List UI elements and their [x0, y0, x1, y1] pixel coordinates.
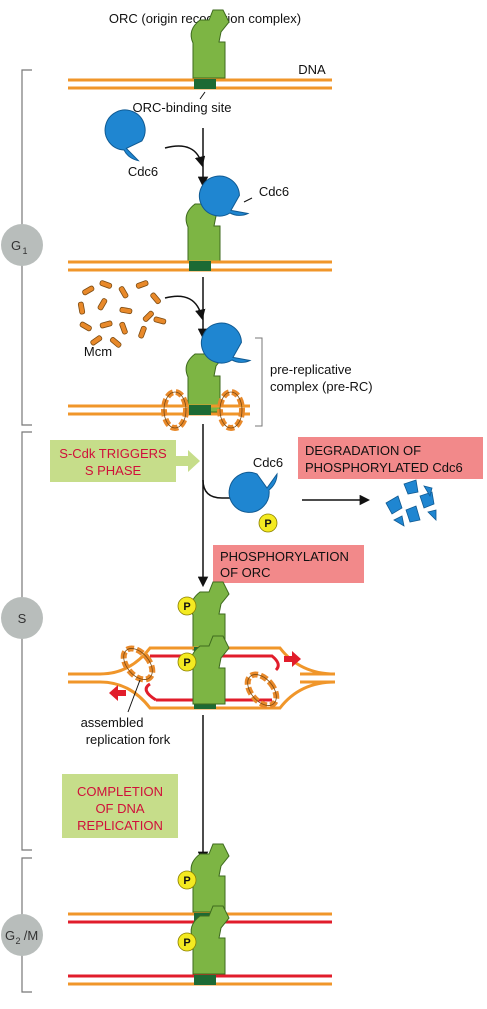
phase-bracket-s: [21, 431, 32, 851]
cdc6-release-arrow: [202, 479, 245, 504]
phase-label-g2m: G 2 /M: [1, 914, 43, 956]
s-cdk-line1: S-Cdk TRIGGERS: [59, 446, 167, 461]
cdc6-label-2: Cdc6: [259, 184, 289, 199]
phosphate-on-orc-1: P: [177, 596, 197, 616]
fork-label-line2: replication fork: [86, 732, 171, 747]
orc-binding-site-marker: [194, 79, 216, 89]
cdc6-phosphorylated: [228, 471, 278, 513]
mcm-loading-arrow: [164, 295, 206, 321]
phosphate-label-1: P: [264, 518, 271, 530]
mcm-ring-right: [220, 392, 242, 428]
phosphate-on-cdc6: P: [258, 513, 278, 533]
g1-subscript: 1: [22, 246, 27, 256]
orc-label: ORC (origin recognition complex): [109, 11, 301, 26]
g2m-subscript: 2: [15, 936, 20, 946]
fork-label-line1: assembled: [81, 715, 144, 730]
pre-rc-bracket: [255, 337, 263, 427]
fork-direction-left-arrow: [109, 685, 126, 701]
mcm-ring-left: [164, 392, 186, 428]
mcm-free-subunits: [77, 280, 167, 348]
degradation-box: DEGRADATION OF PHOSPHORYLATED Cdc6: [298, 437, 483, 479]
completion-line1: COMPLETION: [77, 784, 163, 799]
degradation-line1: DEGRADATION OF: [305, 443, 421, 458]
mcm-helicase-right: [242, 669, 282, 711]
orc-binding-site-label: ORC-binding site: [133, 100, 232, 115]
s-cdk-arrow: [176, 450, 200, 472]
pre-rc-label-line1: pre-replicative: [270, 362, 352, 377]
completion-line3: REPLICATION: [77, 818, 163, 833]
dna-duplex-2: [68, 260, 332, 272]
phosphorylation-box: PHOSPHORYLATION OF ORC: [213, 545, 364, 583]
phase-label-s: S: [1, 597, 43, 639]
phosphate-label-2: P: [183, 601, 190, 613]
s-cdk-line2: S PHASE: [85, 463, 142, 478]
phosphate-on-orc-3: P: [177, 870, 197, 890]
cdc6-label-3: Cdc6: [253, 455, 283, 470]
phosphorylation-line1: PHOSPHORYLATION: [220, 549, 349, 564]
s-cdk-triggers-box: S-Cdk TRIGGERS S PHASE: [50, 440, 176, 482]
phase-label-g1: G 1: [1, 224, 43, 266]
cdc6-degraded-fragments: [385, 479, 437, 527]
g1-letter: G: [11, 238, 21, 253]
phosphate-on-orc-4: P: [177, 932, 197, 952]
phosphate-label-4: P: [183, 875, 190, 887]
degradation-line2: PHOSPHORYLATED Cdc6: [305, 460, 463, 475]
phosphorylation-line2: OF ORC: [220, 565, 271, 580]
completion-line2: OF DNA: [95, 801, 144, 816]
s-letter: S: [18, 611, 27, 626]
cdc6-binding-arrow: [164, 145, 206, 168]
pre-rc-label-line2: complex (pre-RC): [270, 379, 373, 394]
dna-label: DNA: [298, 62, 326, 77]
mcm-label: Mcm: [84, 344, 112, 359]
completion-box: COMPLETION OF DNA REPLICATION: [62, 774, 178, 838]
orc-protein-6: [190, 843, 230, 913]
phosphate-label-3: P: [183, 657, 190, 669]
dna-duplex-1: [68, 78, 332, 90]
phosphate-on-orc-2: P: [177, 652, 197, 672]
fork-direction-right-arrow: [284, 651, 301, 667]
phosphate-label-5: P: [183, 937, 190, 949]
g2m-suffix: /M: [24, 928, 38, 943]
g2m-letter: G: [5, 928, 15, 943]
daughter-duplex-2: [68, 974, 332, 986]
cdc6-label-1: Cdc6: [128, 164, 158, 179]
